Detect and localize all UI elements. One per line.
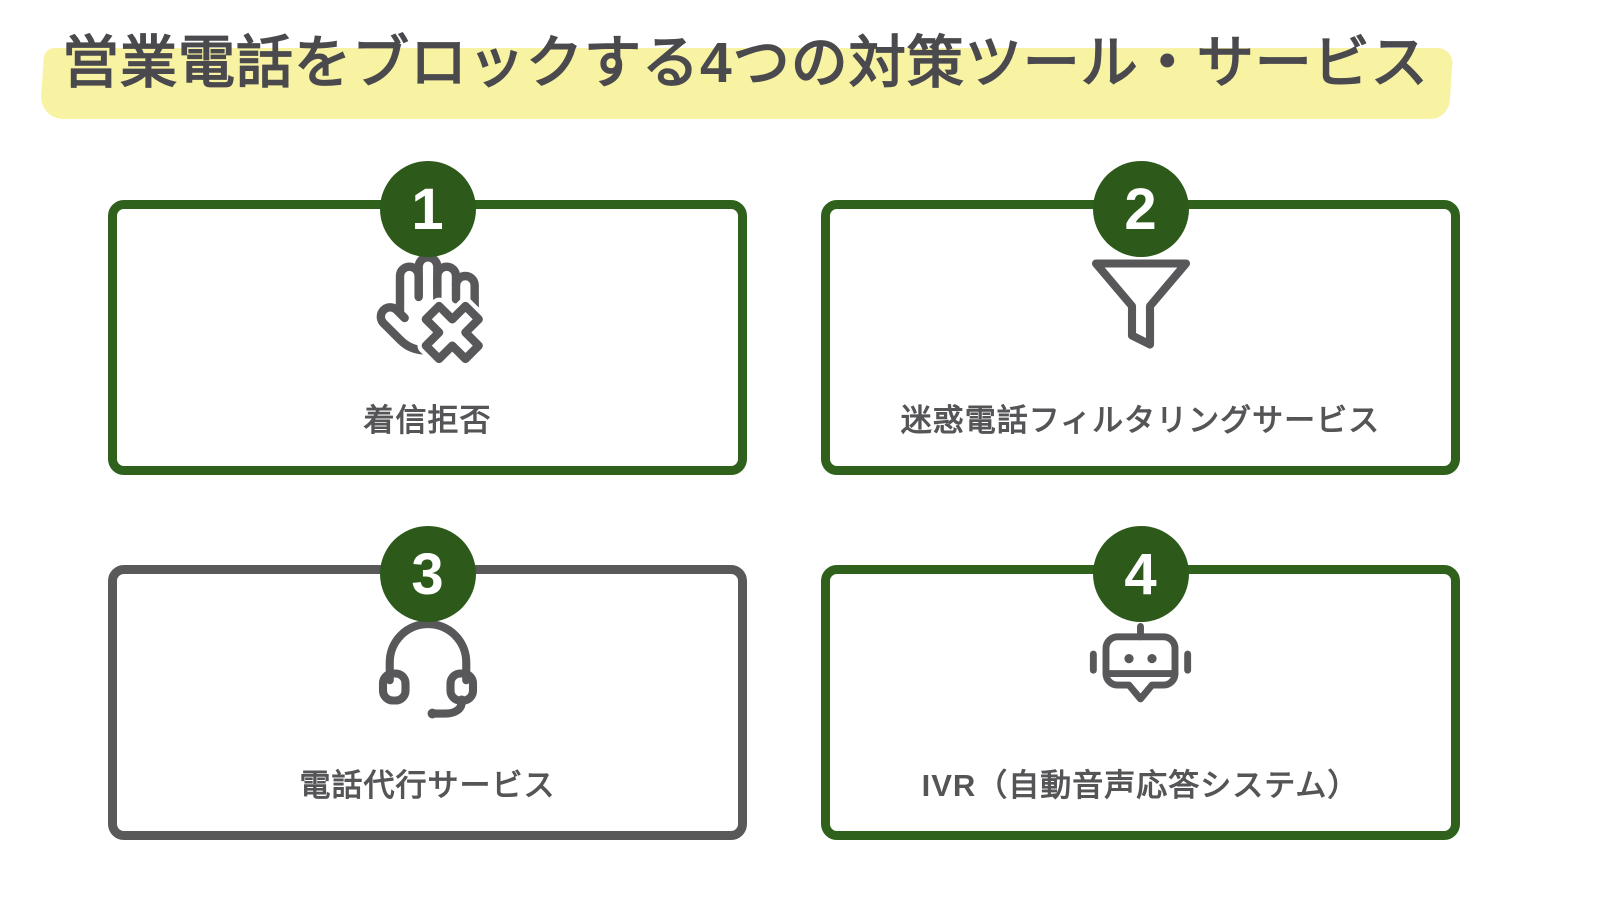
card-label: IVR（自動音声応答システム）: [921, 768, 1360, 803]
hand-stop-x-icon: [372, 229, 487, 379]
card-label: 着信拒否: [363, 403, 492, 438]
card-content: 着信拒否: [117, 209, 738, 466]
cards-grid: 1 着信拒否 2: [108, 161, 1460, 840]
headset-icon: [374, 594, 482, 744]
card-number: 2: [1124, 176, 1157, 242]
page-title: 営業電話をブロックする4つの対策ツール・サービス: [39, 22, 1454, 119]
card-content: 電話代行サービス: [117, 574, 738, 831]
card-number-badge: 1: [379, 161, 476, 257]
page-title-block: 営業電話をブロックする4つの対策ツール・サービス: [39, 22, 1454, 119]
card-phone-answering: 3 電話代行サービス: [108, 526, 747, 840]
card-label: 迷惑電話フィルタリングサービス: [900, 403, 1381, 438]
card-number: 4: [1124, 541, 1157, 607]
card-number-badge: 2: [1092, 161, 1189, 257]
card-number-badge: 4: [1092, 526, 1189, 622]
card-call-rejection: 1 着信拒否: [108, 161, 747, 475]
card-number: 3: [411, 541, 444, 607]
card-number-badge: 3: [379, 526, 476, 622]
card-label: 電話代行サービス: [299, 768, 556, 803]
page-title-text: 営業電話をブロックする4つの対策ツール・サービス: [62, 31, 1429, 95]
robot-icon: [1083, 594, 1198, 744]
funnel-icon: [1087, 229, 1195, 379]
card-spam-filtering: 2 迷惑電話フィルタリングサービス: [821, 161, 1460, 475]
card-content: IVR（自動音声応答システム）: [830, 574, 1451, 831]
card-ivr: 4 IVR（自動音声応答システム）: [821, 526, 1460, 840]
card-number: 1: [411, 176, 444, 242]
card-content: 迷惑電話フィルタリングサービス: [830, 209, 1451, 466]
